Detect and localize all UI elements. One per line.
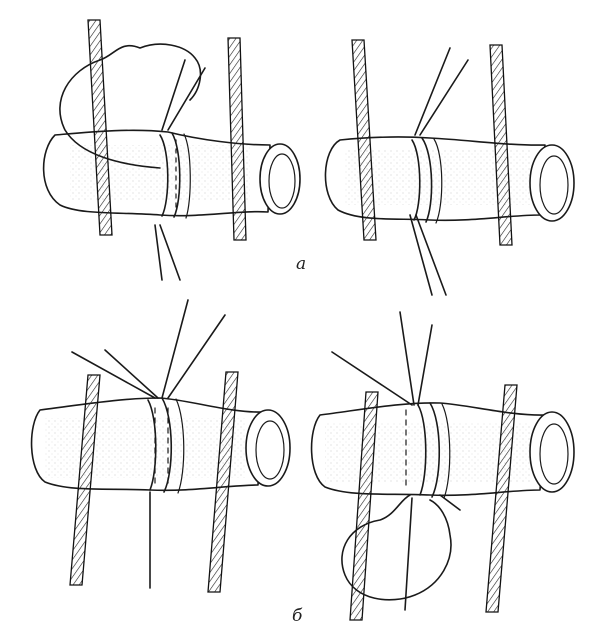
panel-b-left: [30, 299, 291, 593]
vessel-clamp: [69, 374, 101, 586]
panel-a-right: [324, 39, 575, 296]
vessel-clamp: [349, 391, 379, 621]
vessel-opening: [259, 143, 301, 215]
vessel-clamp: [87, 19, 113, 236]
suture-thread: [59, 43, 202, 169]
vessel-clamp: [351, 39, 377, 241]
vessel-clamp: [489, 44, 513, 246]
caption-a: а: [296, 254, 307, 274]
vessel-clamp: [485, 384, 518, 613]
vessel-clamp: [207, 371, 239, 593]
vessel-clamp: [227, 37, 247, 241]
suture-thread: [341, 494, 452, 601]
panel-b-right: [310, 311, 575, 621]
panel-a-left: [42, 19, 301, 281]
caption-b: б: [292, 606, 303, 626]
